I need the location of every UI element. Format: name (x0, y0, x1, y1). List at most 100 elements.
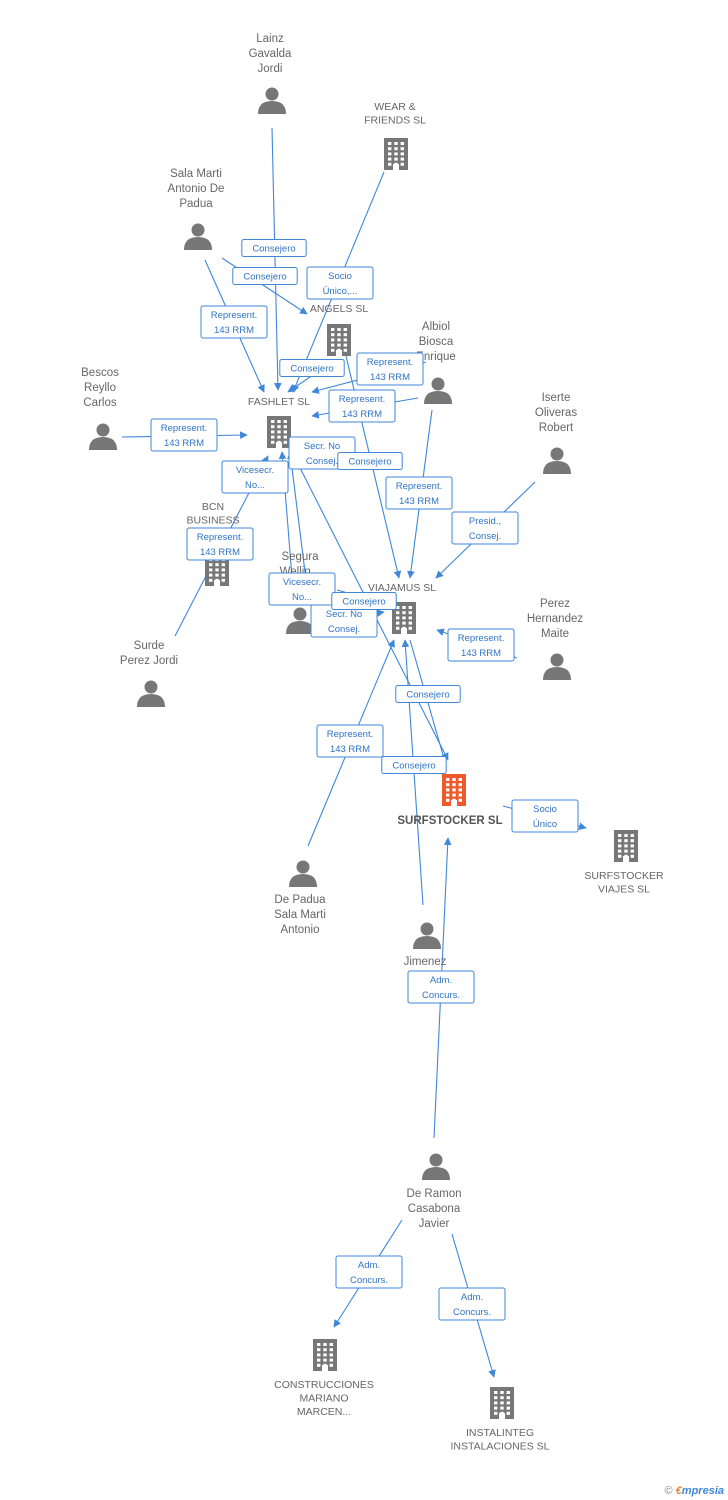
building-icon (313, 1339, 337, 1371)
building-window (283, 435, 287, 439)
building-icon (267, 416, 291, 448)
edge-label-jimenez-to-viajamus[interactable]: Consejero (381, 756, 447, 774)
building-window (343, 343, 347, 347)
edge-label-iserte-to-viajamus[interactable]: Presid.,Consej. (451, 511, 519, 545)
building-window (458, 788, 462, 792)
building-window (402, 616, 406, 620)
edge-label-text: No... (245, 480, 265, 491)
edge-label-bescos-to-fashlet[interactable]: Represent.143 RRM (150, 418, 218, 452)
edge-label-salamarti-to-fashlet[interactable]: Represent.143 RRM (200, 305, 268, 339)
edge-label-text: Consejero (342, 597, 385, 608)
edge-label-text: Consejero (252, 244, 295, 255)
person-head (420, 922, 434, 936)
building-window (388, 147, 392, 151)
edge-label-perez-to-viajamus[interactable]: Represent.143 RRM (447, 628, 515, 662)
edge-label-viajamus-to-surfstocker[interactable]: Consejero (395, 685, 461, 703)
building-icon (327, 324, 351, 356)
edge-label-wear-to-fashlet[interactable]: SocioÚnico,... (306, 266, 374, 300)
node-label-line: Maite (541, 628, 569, 640)
node-label-line: Reyllo (84, 382, 116, 394)
node-label-line: FASHLET SL (248, 396, 310, 408)
building-window (446, 788, 450, 792)
edge-label-albiol-to-viajamus[interactable]: Represent.143 RRM (385, 476, 453, 510)
node-label-line: MARCEN... (297, 1406, 351, 1418)
node-fashlet[interactable]: FASHLET SL (248, 396, 310, 448)
node-label-line: CONSTRUCCIONES (274, 1379, 374, 1391)
edge-label-text: 143 RRM (330, 744, 370, 755)
edge-label-box (186, 527, 254, 561)
building-door (401, 628, 407, 634)
edge-label-text: Consejero (392, 761, 435, 772)
person-body (543, 667, 571, 680)
edge-label-deramon-to-surfstocker[interactable]: Adm.Concurs. (407, 970, 475, 1004)
footer-brand[interactable]: © €mpresia (665, 1485, 725, 1497)
node-segura[interactable]: SeguraWellin... (280, 551, 321, 634)
edge-label-albiol-to-fashlet[interactable]: Represent.143 RRM (356, 352, 424, 386)
edge-label-text: 143 RRM (370, 372, 410, 383)
building-window (323, 1358, 327, 1362)
building-window (630, 849, 634, 853)
person-head (191, 223, 205, 237)
edge-label-text: 143 RRM (200, 547, 240, 558)
edge-label-depadua-to-viajamus[interactable]: Represent.143 RRM (316, 724, 384, 758)
person-icon (543, 447, 571, 474)
edge-label-text: Adm. (461, 1292, 483, 1303)
edge-label-surde-to-fashlet[interactable]: Represent.143 RRM (186, 527, 254, 561)
node-wear[interactable]: WEAR &FRIENDS SL (364, 101, 426, 170)
node-label-line: MARIANO (299, 1393, 348, 1405)
building-window (396, 616, 400, 620)
edge-label-fashlet-to-surfstocker[interactable]: Consejero (331, 592, 397, 610)
edge-segura-to-fashlet (287, 451, 308, 589)
person-icon (424, 377, 452, 404)
edge-label-text: 143 RRM (342, 409, 382, 420)
node-label-line: INSTALACIONES SL (450, 1441, 549, 1453)
building-window (402, 606, 406, 609)
edge-label-salamarti-to-angels[interactable]: Consejero (232, 267, 298, 285)
building-window (400, 152, 404, 156)
building-window (400, 142, 404, 145)
node-construcciones[interactable]: CONSTRUCCIONES MARIANOMARCEN... (274, 1339, 374, 1418)
building-window (337, 343, 341, 347)
edge-lainz-to-fashlet (271, 127, 282, 391)
edge-label-box (438, 1287, 506, 1321)
building-window (618, 839, 622, 843)
node-angels[interactable]: ANGELS SL (310, 303, 369, 356)
node-surfstocker[interactable]: SURFSTOCKER SL (397, 774, 503, 827)
edge-label-text: Consej. (469, 531, 501, 542)
edge-label-deramon-to-instalinteg[interactable]: Adm.Concurs. (438, 1287, 506, 1321)
edge-label-albiol-to-fashlet[interactable]: Represent.143 RRM (328, 389, 396, 423)
building-window (500, 1396, 504, 1400)
building-window (500, 1401, 504, 1405)
node-label-line: Iserte (542, 392, 571, 404)
person-body (422, 1167, 450, 1180)
building-window (618, 834, 622, 837)
edge-label-segura-to-viajamus[interactable]: Vicesecr.No... (268, 572, 336, 606)
edge-label-angels-to-fashlet[interactable]: Consejero (279, 359, 345, 377)
building-window (500, 1406, 504, 1410)
building-window (283, 440, 287, 444)
building-window (221, 563, 225, 567)
building-window (394, 142, 398, 145)
edge-label-deramon-to-construcciones[interactable]: Adm.Concurs. (335, 1255, 403, 1289)
person-body (286, 621, 314, 634)
building-window (277, 420, 281, 423)
edge-label-segura-to-fashlet[interactable]: Vicesecr.No... (221, 460, 289, 494)
edge-label-angels-to-viajamus[interactable]: Consejero (337, 452, 403, 470)
node-label-line: Perez Jordi (120, 655, 178, 667)
building-window (494, 1406, 498, 1410)
person-icon (258, 87, 286, 114)
edge-label-lainz-to-fashlet[interactable]: Consejero (241, 239, 307, 257)
